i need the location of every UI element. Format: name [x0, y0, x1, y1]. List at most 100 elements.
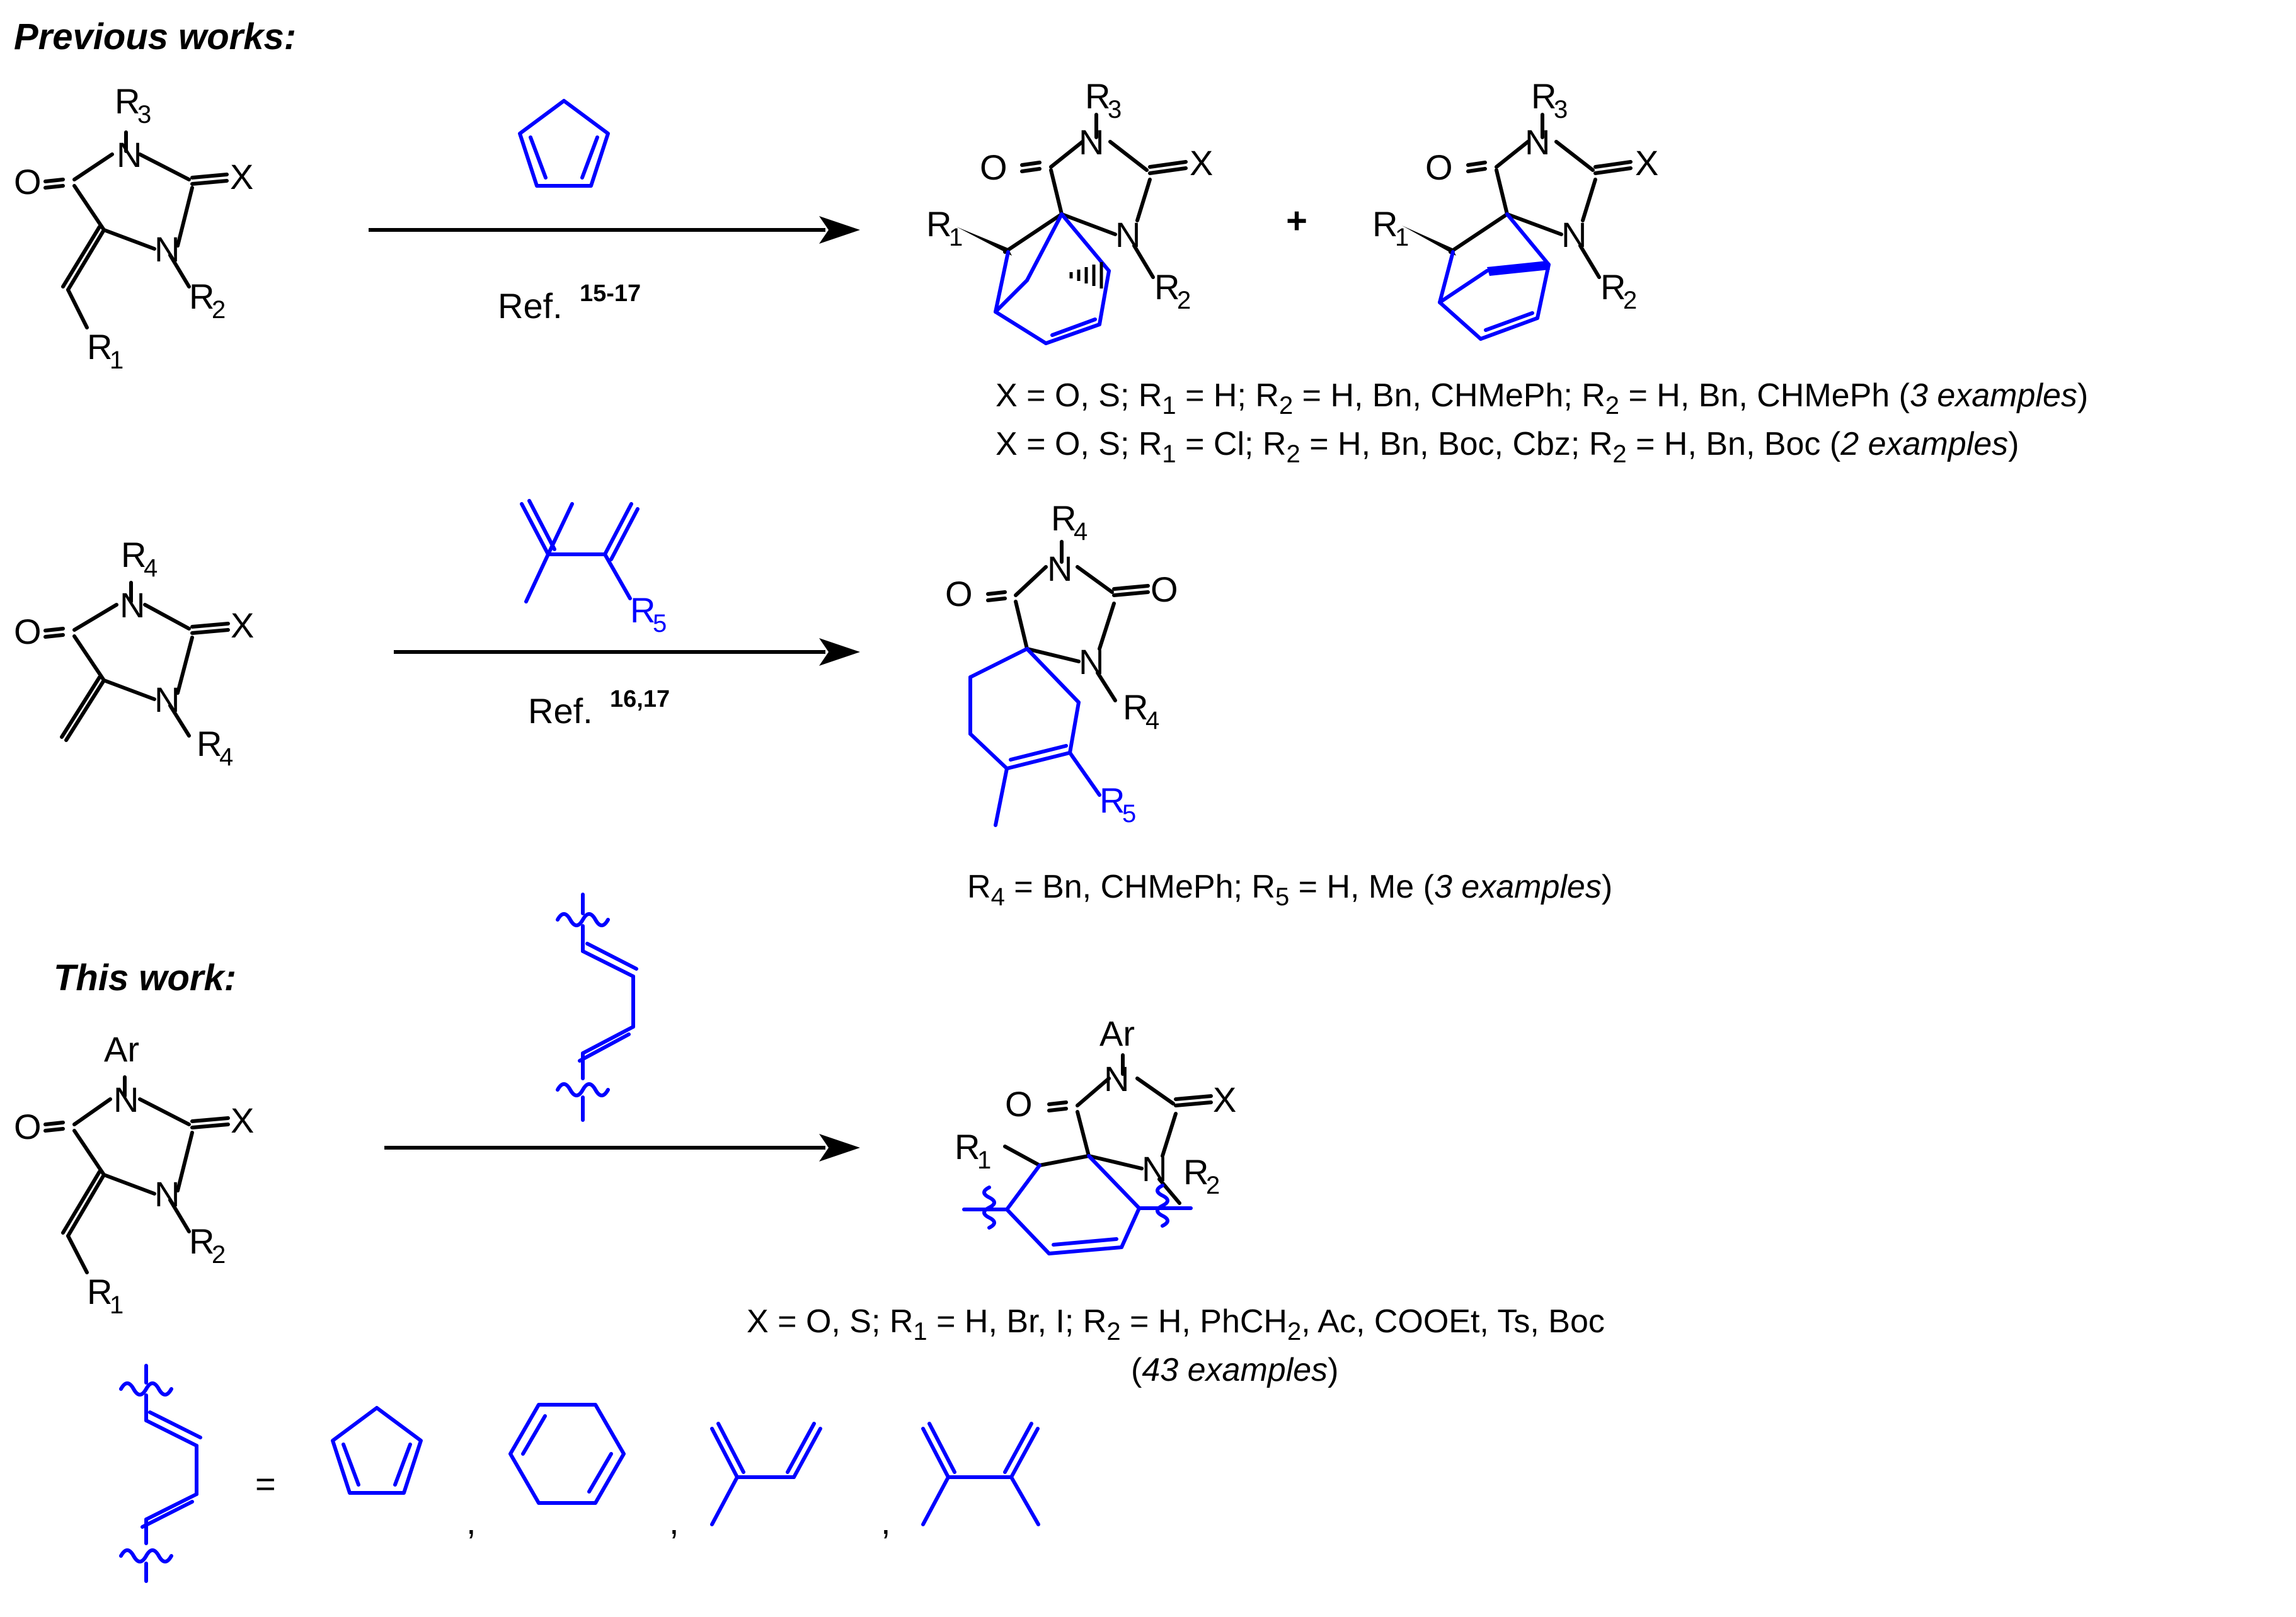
cyclopentadiene-reagent: [518, 99, 610, 188]
svg-text:2: 2: [1623, 287, 1637, 314]
atom-N: N: [1525, 122, 1550, 162]
reaction-arrow-3: [384, 1134, 860, 1162]
wedge-bond: [956, 227, 1012, 256]
bold-bridge-bond: [1487, 261, 1550, 276]
atom-R3: R: [115, 81, 140, 121]
svg-text:O: O: [14, 612, 42, 651]
svg-text:X: X: [1213, 1080, 1236, 1119]
cyclohexene-ring-2: [968, 647, 1101, 827]
conditions-line-2: X = O, S; R1 = Cl; R2 = H, Bn, Boc, Cbz;…: [996, 426, 2019, 468]
atom-R3: R: [1531, 76, 1556, 116]
plus-sign: +: [1285, 200, 1307, 241]
hydantoin-1-bonds: [43, 130, 229, 329]
reaction-arrow-2: [394, 638, 860, 666]
atom-O: O: [980, 147, 1007, 187]
conditions-line-3: R4 = Bn, CHMePh; R5 = H, Me (3 examples): [967, 869, 1612, 911]
atom-R4: R: [197, 724, 222, 763]
legend-equals: =: [255, 1464, 276, 1504]
atom-R2: R: [1154, 267, 1180, 307]
svg-text:N: N: [154, 1174, 180, 1214]
svg-text:R: R: [1099, 780, 1125, 820]
atom-O: O: [1425, 147, 1453, 187]
svg-text:N: N: [1104, 1059, 1129, 1099]
svg-text:N: N: [154, 680, 180, 719]
legend-dimethylbutadiene: [921, 1422, 1040, 1526]
svg-text:X: X: [231, 605, 254, 645]
legend-comma: ,: [669, 1502, 679, 1541]
atom-N: N: [1079, 122, 1104, 162]
svg-text:3: 3: [137, 101, 151, 129]
svg-text:N: N: [120, 585, 145, 625]
bicycle-1b-bonds: [1438, 212, 1551, 341]
generic-diene-reagent: [556, 893, 638, 1122]
svg-text:N: N: [1079, 642, 1104, 682]
svg-text:4: 4: [219, 743, 233, 771]
svg-text:O: O: [1151, 569, 1178, 609]
svg-text:R: R: [1051, 498, 1076, 538]
svg-text:R: R: [1183, 1152, 1208, 1192]
atom-R1: R: [87, 327, 112, 367]
svg-text:1: 1: [110, 346, 123, 374]
atom-N: N: [1561, 215, 1587, 254]
svg-text:O: O: [14, 1107, 42, 1146]
svg-text:2: 2: [212, 1241, 226, 1269]
svg-text:O: O: [945, 574, 973, 614]
svg-text:R: R: [87, 1272, 112, 1311]
atom-R3: R: [1085, 76, 1110, 116]
legend-cyclohexadiene: [508, 1403, 626, 1505]
svg-text:4: 4: [1074, 518, 1088, 546]
svg-text:2: 2: [212, 296, 226, 324]
hydantoin-2-bonds: [43, 581, 230, 742]
atom-R2: R: [189, 277, 214, 316]
svg-text:4: 4: [1145, 707, 1159, 734]
atom-Ar: Ar: [104, 1029, 139, 1069]
svg-text:1: 1: [949, 224, 963, 251]
hashed-bond: [1069, 262, 1103, 289]
conditions-line-4: X = O, S; R1 = H, Br, I; R2 = H, PhCH2, …: [747, 1303, 1605, 1346]
diene-reagent-2: [520, 499, 640, 603]
svg-text:4: 4: [144, 554, 158, 582]
atom-R2: R: [1600, 267, 1626, 307]
spiro-product-1b-bonds: [1449, 113, 1633, 279]
hydantoin-3-bonds: [43, 1075, 230, 1274]
atom-R5: R: [630, 590, 655, 630]
legend-isoprene: [710, 1422, 822, 1526]
svg-text:3: 3: [1108, 96, 1122, 123]
legend-cyclopentadiene: [331, 1406, 423, 1495]
reference-label-2: Ref.: [528, 691, 593, 731]
atom-X: X: [230, 157, 253, 197]
header-this-work: This work:: [54, 957, 236, 998]
svg-text:2: 2: [1206, 1172, 1220, 1199]
atom-R4: R: [121, 535, 146, 574]
svg-text:O: O: [1005, 1084, 1033, 1124]
svg-text:2: 2: [1177, 287, 1191, 314]
atom-N: N: [1115, 215, 1140, 254]
atom-N: N: [154, 229, 180, 269]
reference-label-1: Ref.: [498, 286, 563, 326]
spiro-product-3-bonds: [1003, 1053, 1213, 1205]
spiro-product-2-bonds: [986, 540, 1150, 702]
svg-text:N: N: [1047, 549, 1072, 588]
atom-R1: R: [1372, 204, 1398, 244]
header-previous-works: Previous works:: [14, 16, 296, 57]
svg-text:5: 5: [1122, 800, 1136, 828]
legend-comma: ,: [466, 1502, 476, 1541]
atom-O: O: [14, 162, 42, 202]
svg-text:X: X: [231, 1100, 254, 1140]
svg-text:5: 5: [653, 610, 667, 637]
svg-text:1: 1: [977, 1146, 991, 1174]
svg-text:R: R: [189, 1221, 214, 1261]
reference-numbers-1: 15-17: [580, 280, 641, 307]
bicycle-1a-bonds: [994, 212, 1111, 345]
svg-text:1: 1: [1395, 224, 1409, 251]
svg-text:N: N: [113, 1080, 139, 1119]
svg-text:3: 3: [1554, 96, 1568, 123]
svg-text:Ar: Ar: [1099, 1014, 1135, 1053]
cyclohexene-ring-3: [962, 1154, 1193, 1255]
reaction-arrow-1: [369, 216, 860, 244]
legend-comma: ,: [881, 1502, 891, 1541]
wedge-bond: [1402, 226, 1456, 256]
atom-X: X: [1635, 143, 1658, 183]
svg-text:N: N: [1142, 1149, 1167, 1189]
